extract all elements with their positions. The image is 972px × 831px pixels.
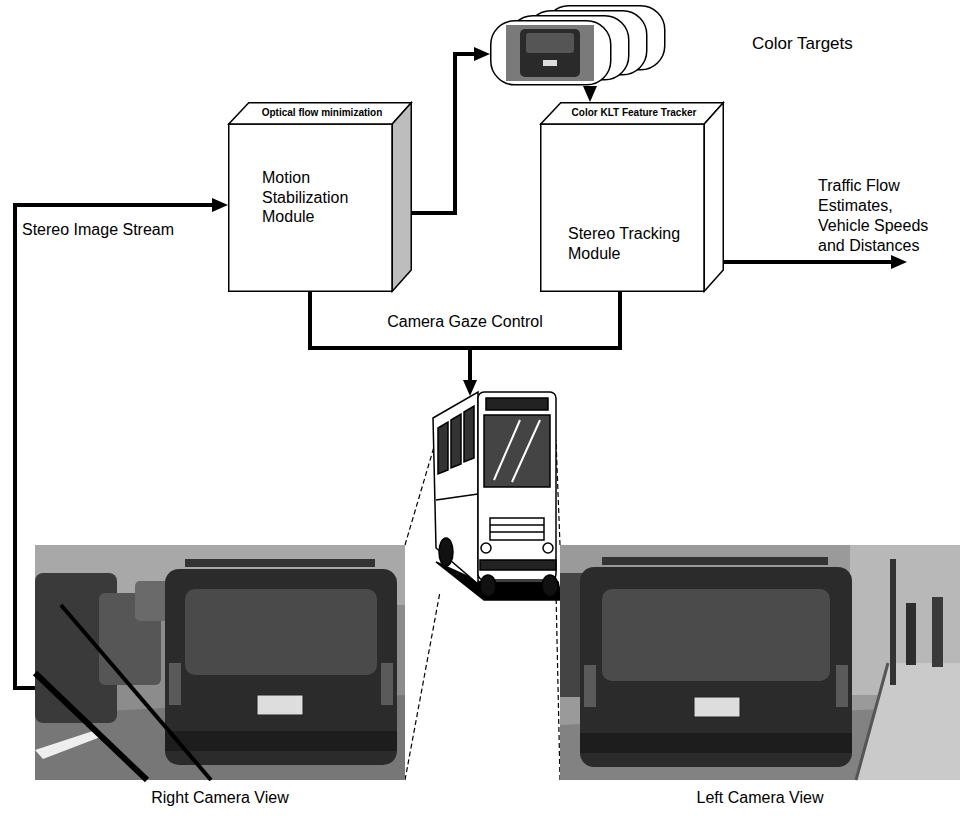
process-box: Color KLT Feature TrackerStereo Tracking… (540, 102, 724, 292)
view-caption: Right Camera View (35, 788, 405, 808)
connector-label: Camera Gaze Control (380, 312, 550, 332)
target-stack (490, 4, 666, 86)
module-name: Motion Stabilization Module (262, 168, 380, 227)
stack-heading: Color Targets (752, 34, 853, 55)
view-caption: Left Camera View (560, 788, 960, 808)
camera-view: Left Camera View (560, 545, 960, 780)
target-stack: Color Targets (490, 4, 666, 86)
flow-arrow (588, 86, 592, 88)
bus-illustration (433, 392, 562, 600)
camera-photo (35, 545, 405, 780)
process-box: Optical flow minimizationMotion Stabiliz… (228, 102, 412, 292)
module-cube (540, 102, 724, 292)
camera-view: Right Camera View (35, 545, 405, 780)
output-note: Traffic Flow Estimates, Vehicle Speeds a… (818, 176, 946, 256)
module-header: Color KLT Feature Tracker (562, 107, 706, 119)
camera-photo (560, 545, 960, 780)
output-arrow (720, 260, 893, 264)
connector-label: Stereo Image Stream (22, 220, 174, 240)
flow-arrow (412, 54, 476, 213)
gaze-control-wires (308, 292, 622, 382)
module-name: Stereo Tracking Module (568, 224, 702, 263)
module-header: Optical flow minimization (250, 107, 394, 119)
